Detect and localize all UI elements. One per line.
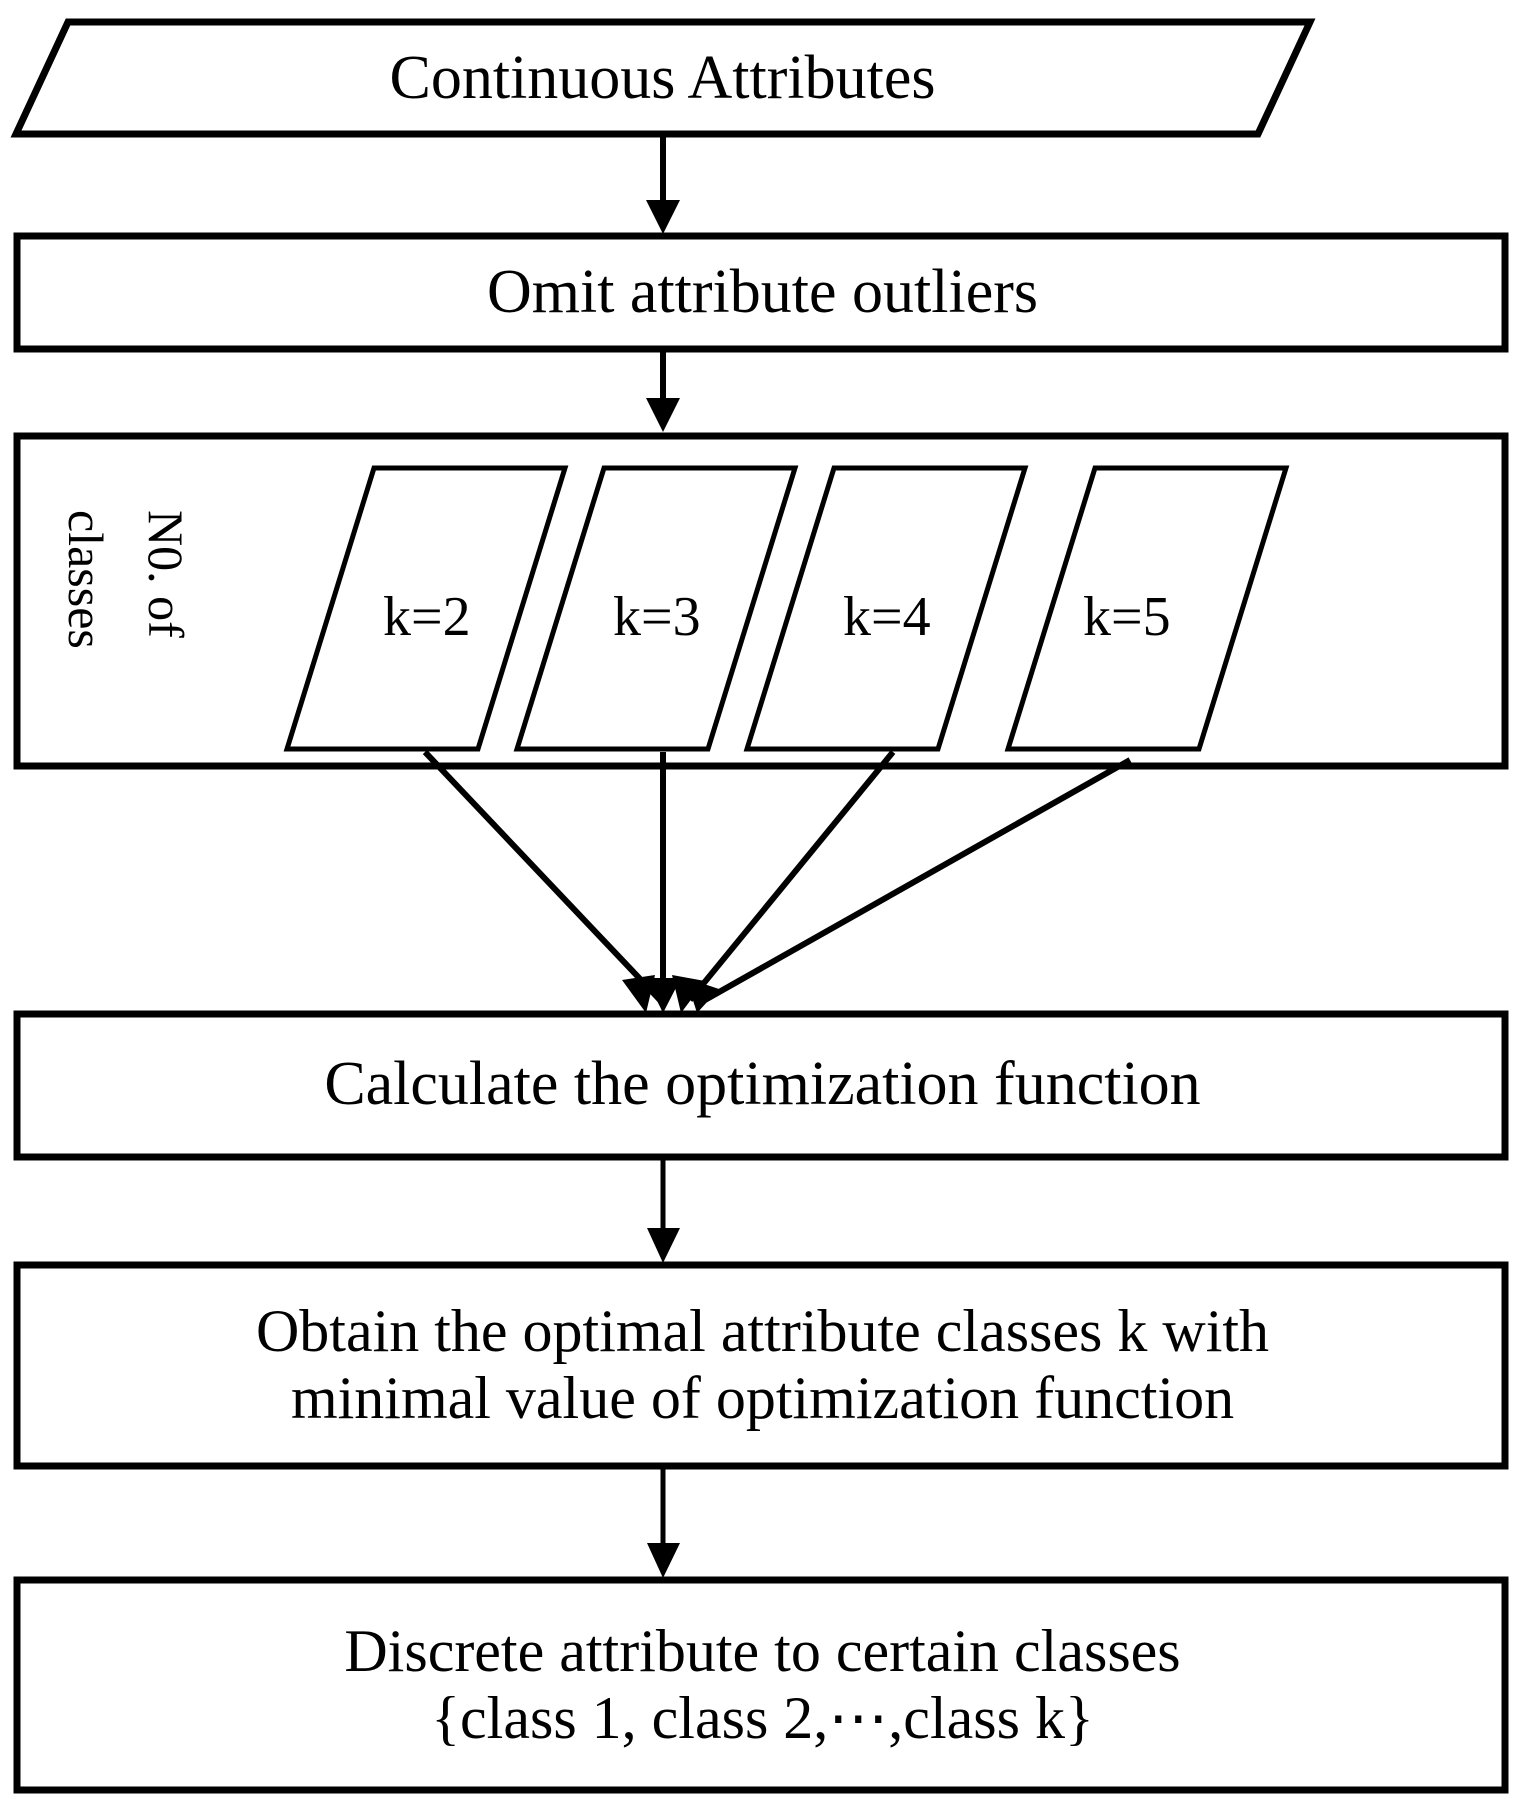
node-discrete-attribute-classes[interactable] (13, 1576, 1509, 1794)
arrowhead-k2-to-calc (622, 975, 655, 1013)
connector-k5-to-calc (703, 757, 1132, 1003)
arrowhead-calc-to-obtain (647, 1228, 680, 1263)
arrowhead-omit-to-classes (646, 398, 680, 432)
node-option-k4[interactable] (743, 465, 1029, 752)
connector-k2-to-calc (422, 749, 663, 1003)
node-option-k5[interactable] (1004, 465, 1290, 752)
node-continuous-attributes[interactable] (10, 18, 1316, 138)
node-option-k2[interactable] (283, 465, 569, 752)
node-obtain-optimal-classes[interactable] (13, 1261, 1509, 1470)
node-omit-attribute-outliers[interactable] (13, 232, 1509, 353)
node-option-k3[interactable] (513, 465, 799, 752)
arrowhead-obtain-to-discrete (647, 1543, 680, 1578)
arrowhead-k3-to-calc (646, 978, 681, 1013)
connector-k4-to-calc (687, 750, 896, 1002)
node-calculate-optimization-function[interactable] (13, 1010, 1509, 1161)
arrowhead-k5-to-calc (686, 978, 719, 1013)
arrowhead-input-to-omit (646, 200, 680, 234)
